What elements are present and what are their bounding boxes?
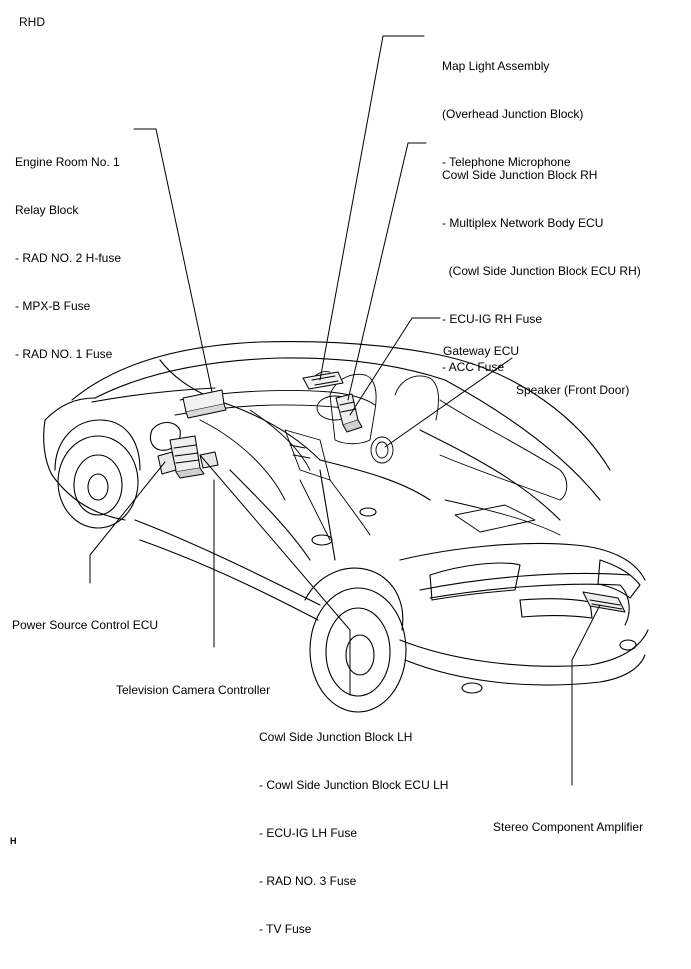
label-line: - Multiplex Network Body ECU: [442, 216, 604, 230]
label-line: (Cowl Side Junction Block ECU RH): [442, 264, 641, 278]
label-stereo-component-amplifier: Stereo Component Amplifier: [493, 787, 643, 867]
label-cowl-side-junction-block-lh: Cowl Side Junction Block LH - Cowl Side …: [259, 697, 448, 969]
label-line: - TV Fuse: [259, 922, 312, 936]
figure-id: H: [10, 836, 17, 846]
label-line: - RAD NO. 2 H-fuse: [15, 251, 122, 265]
label-television-camera-controller: Television Camera Controller: [116, 650, 270, 730]
label-line: - RAD NO. 1 Fuse: [15, 347, 113, 361]
label-speaker-front-door: Speaker (Front Door): [516, 350, 629, 430]
label-line: Map Light Assembly: [442, 59, 550, 73]
label-line: - RAD NO. 3 Fuse: [259, 874, 357, 888]
label-line: Engine Room No. 1: [15, 155, 120, 169]
label-line: Cowl Side Junction Block LH: [259, 730, 413, 744]
label-map-light-assembly: Map Light Assembly (Overhead Junction Bl…: [442, 26, 583, 202]
location-diagram: RHD Map Light Assembly (Overhead Junctio…: [10, 15, 649, 936]
vehicle-illustration: [43, 35, 649, 786]
label-line: - Cowl Side Junction Block ECU LH: [259, 778, 449, 792]
label-line: - ECU-IG RH Fuse: [442, 312, 543, 326]
label-line: Power Source Control ECU: [12, 618, 159, 632]
label-line: Cowl Side Junction Block RH: [442, 168, 598, 182]
label-line: - Telephone Microphone: [442, 155, 571, 169]
label-line: Television Camera Controller: [116, 683, 271, 697]
label-line: - ECU-IG LH Fuse: [259, 826, 358, 840]
label-gateway-ecu: Gateway ECU: [443, 311, 519, 391]
label-line: Gateway ECU: [443, 344, 520, 358]
label-line: - ACC Fuse: [442, 360, 505, 374]
label-line: Relay Block: [15, 203, 79, 217]
variant-label: RHD: [19, 15, 45, 29]
label-line: Speaker (Front Door): [516, 383, 630, 397]
label-engine-room-relay-block: Engine Room No. 1 Relay Block - RAD NO. …: [15, 122, 121, 394]
label-cowl-side-junction-block-rh: Cowl Side Junction Block RH - Multiplex …: [442, 135, 641, 407]
leader-lines: [89, 35, 601, 786]
label-line: Stereo Component Amplifier: [493, 820, 644, 834]
label-line: (Overhead Junction Block): [442, 107, 584, 121]
label-power-source-control-ecu: Power Source Control ECU: [12, 585, 158, 665]
label-line: - MPX-B Fuse: [15, 299, 91, 313]
